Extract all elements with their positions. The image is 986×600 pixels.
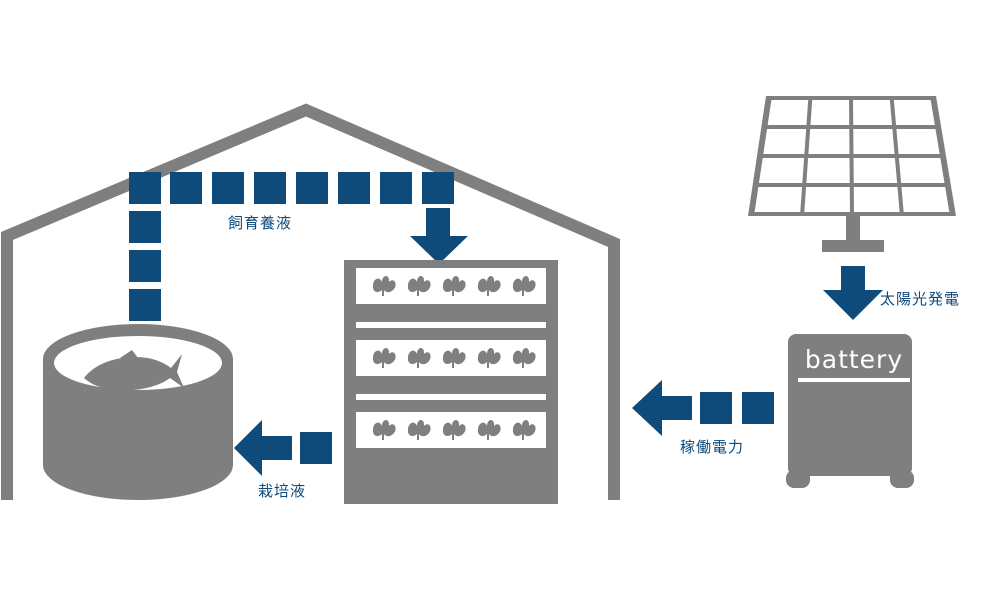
house-outline — [1, 103, 620, 500]
solar-cell — [758, 158, 805, 183]
battery-label: battery — [804, 345, 904, 374]
leaf-icon — [442, 420, 466, 440]
power-arrow-icon — [632, 380, 662, 436]
fish-tank-icon — [43, 324, 233, 500]
solar-cell — [853, 129, 895, 154]
leaf-icon — [372, 420, 396, 440]
solar-cell — [893, 100, 935, 125]
leaf-icon — [477, 420, 501, 440]
solar-cell — [808, 129, 850, 154]
leaf-icon — [442, 348, 466, 368]
solar-cell — [853, 158, 898, 183]
leaf-icon — [512, 420, 536, 440]
culture-liquid-label: 栽培液 — [258, 482, 307, 500]
leaf-icon — [512, 276, 536, 296]
leaf-icon — [407, 348, 431, 368]
feed-liquid-label: 飼育養液 — [228, 214, 293, 232]
culture-liquid-flow — [234, 420, 332, 476]
solar-cell — [767, 100, 809, 125]
solar-cell — [853, 187, 900, 212]
solar-cell — [806, 158, 850, 183]
solar-panel-icon — [748, 96, 956, 252]
leaf-icon — [477, 348, 501, 368]
solar-cell — [853, 100, 893, 125]
solar-power-label: 太陽光発電 — [880, 290, 961, 308]
solar-cell — [896, 129, 940, 154]
solar-cell — [754, 187, 803, 212]
solar-cell — [898, 158, 945, 183]
leaf-icon — [372, 276, 396, 296]
leaf-icon — [442, 276, 466, 296]
operating-power-flow — [632, 380, 774, 436]
solar-arrow-icon — [823, 290, 883, 320]
feed-liquid-flow — [129, 172, 468, 321]
solar-cell — [804, 187, 850, 212]
leaf-icon — [512, 348, 536, 368]
solar-cell — [810, 100, 850, 125]
leaf-icon — [407, 420, 431, 440]
feed-arrow-icon — [410, 236, 468, 264]
salmon-icon — [84, 350, 184, 391]
leaf-icon — [477, 276, 501, 296]
plant-rack-icon — [344, 260, 558, 504]
battery-icon — [786, 334, 914, 488]
leaf-icons — [372, 276, 536, 440]
leaf-icon — [372, 348, 396, 368]
solar-power-flow — [823, 266, 883, 320]
solar-cell — [901, 187, 950, 212]
operating-power-label: 稼働電力 — [680, 438, 745, 456]
leaf-icon — [407, 276, 431, 296]
culture-arrow-icon — [234, 420, 262, 476]
solar-cell — [763, 129, 807, 154]
